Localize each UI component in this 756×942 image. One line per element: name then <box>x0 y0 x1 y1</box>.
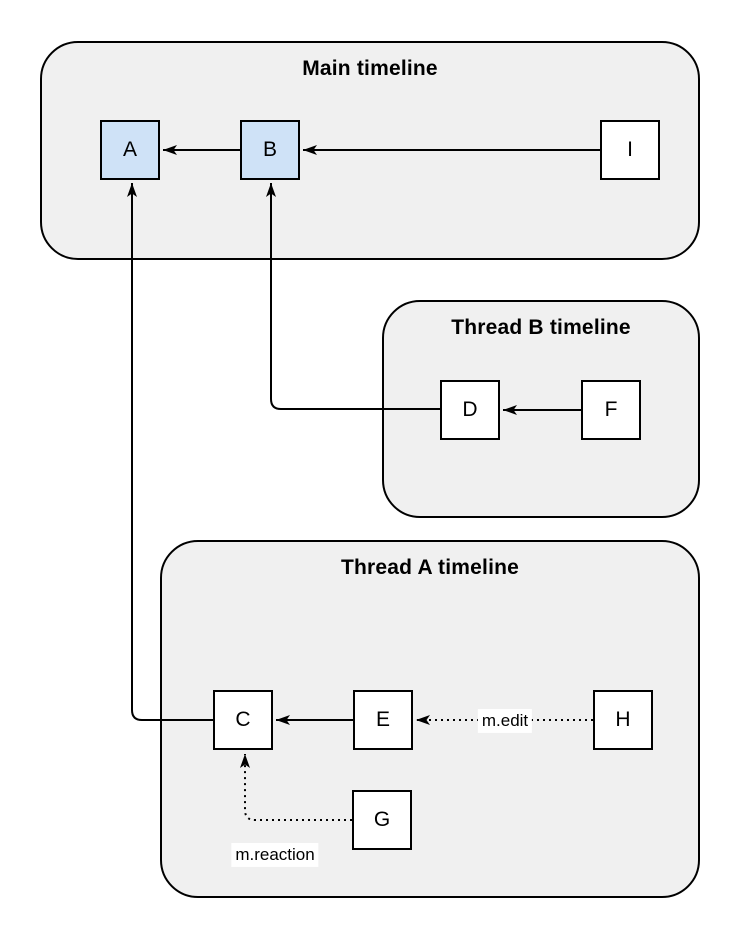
edge-g-to-c-mreaction <box>240 754 352 821</box>
node-G: G <box>352 790 412 850</box>
node-I: I <box>600 120 660 180</box>
node-B: B <box>240 120 300 180</box>
edge-d-to-b <box>266 183 440 410</box>
node-C: C <box>213 690 273 750</box>
main-timeline-title: Main timeline <box>302 57 438 80</box>
node-H: H <box>593 690 653 750</box>
thread-b-timeline-title: Thread B timeline <box>451 316 631 339</box>
edge-label-m-edit: m.edit <box>477 708 533 734</box>
edge-c-to-a <box>127 183 213 721</box>
node-A: A <box>100 120 160 180</box>
node-F: F <box>581 380 641 440</box>
node-D: D <box>440 380 500 440</box>
edge-label-m-reaction: m.reaction <box>231 842 319 868</box>
node-E: E <box>353 690 413 750</box>
thread-a-timeline-title: Thread A timeline <box>340 556 520 579</box>
